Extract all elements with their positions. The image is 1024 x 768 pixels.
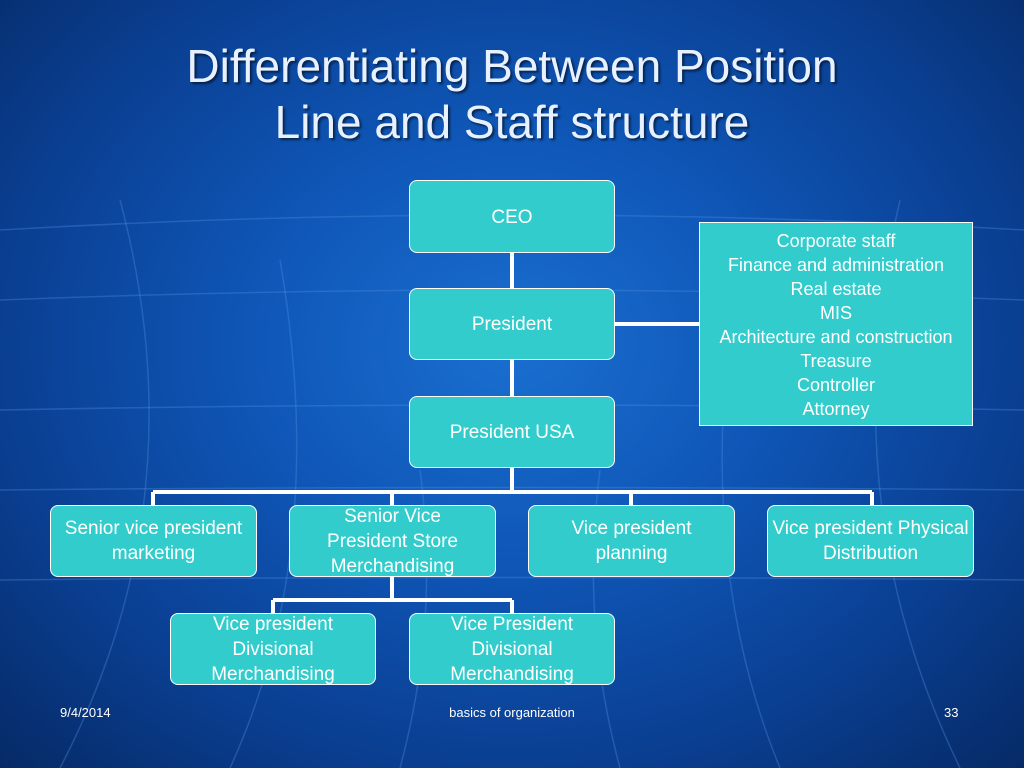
staff-item: Architecture and construction (719, 327, 953, 347)
staff-item: Finance and administration (727, 255, 945, 275)
node-vp-planning-label: Vice president planning (571, 518, 692, 564)
node-vp-physical-distribution: Vice president Physical Distribution (767, 505, 974, 577)
footer-page-number: 33 (944, 705, 959, 720)
slide-title: Differentiating Between Position Line an… (0, 38, 1024, 150)
node-president-label: President (471, 313, 553, 335)
node-president: President (409, 288, 615, 360)
staff-box: Corporate staff Finance and administrati… (699, 222, 973, 426)
node-svp-marketing-label: Senior vice president marketing (64, 518, 243, 564)
node-vp-divisional-merchandising-1: Vice president Divisional Merchandising (170, 613, 376, 685)
staff-item: Attorney (802, 399, 870, 419)
title-line-1: Differentiating Between Position (186, 40, 838, 92)
title-line-2: Line and Staff structure (274, 96, 750, 148)
staff-item: Corporate staff (776, 231, 896, 251)
footer-date: 9/4/2014 (60, 705, 111, 720)
node-vp-divisional-merchandising-2: Vice President Divisional Merchandising (409, 613, 615, 685)
node-president-usa: President USA (409, 396, 615, 468)
staff-item: MIS (819, 303, 852, 323)
node-svp-marketing: Senior vice president marketing (50, 505, 257, 577)
node-president-usa-label: President USA (449, 421, 575, 443)
footer-title: basics of organization (449, 705, 575, 720)
node-vp-divisional-merchandising-1-label: Vice president Divisional Merchandising (211, 613, 335, 685)
staff-item: Treasure (800, 351, 872, 371)
staff-item: Real estate (790, 279, 882, 299)
node-ceo: CEO (409, 180, 615, 253)
staff-item: Controller (796, 375, 876, 395)
node-vp-planning: Vice president planning (528, 505, 735, 577)
node-vp-physical-distribution-label: Vice president Physical Distribution (772, 518, 969, 564)
node-ceo-label: CEO (491, 207, 533, 228)
node-svp-store-merchandising-label: Senior Vice President Store Merchandisin… (327, 505, 458, 577)
node-svp-store-merchandising: Senior Vice President Store Merchandisin… (289, 505, 496, 577)
node-vp-divisional-merchandising-2-label: Vice President Divisional Merchandising (450, 613, 574, 685)
